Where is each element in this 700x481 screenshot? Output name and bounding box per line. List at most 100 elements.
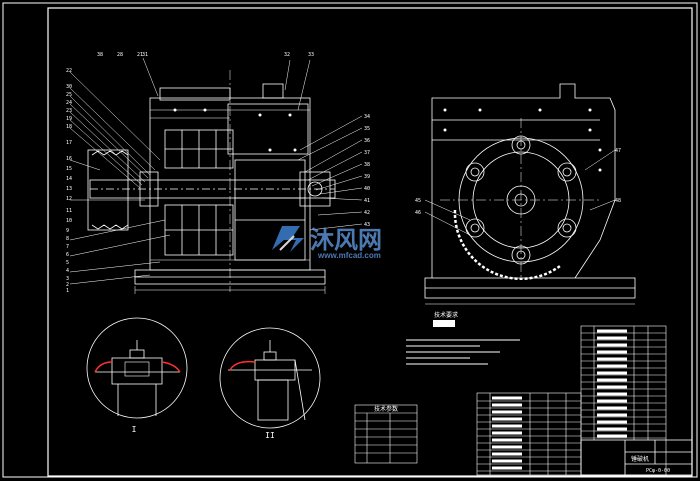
callout-11: 11 (66, 208, 72, 214)
watermark-url: www.mfcad.com (317, 251, 381, 260)
bom-entry-mark (597, 420, 627, 424)
callout-5: 5 (66, 260, 69, 266)
callout-7: 7 (66, 244, 69, 250)
callout-35: 35 (364, 126, 370, 132)
tech-req-title: 技术要求 (434, 311, 458, 319)
bom-entry-mark (597, 350, 627, 354)
title-block (580, 439, 693, 476)
bom-entry-mark (492, 417, 522, 421)
callout-18: 18 (66, 124, 72, 130)
callout-40: 40 (364, 186, 370, 192)
callout-31: 31 (142, 52, 148, 58)
callout-10: 10 (66, 218, 72, 224)
callout-43: 43 (364, 222, 370, 228)
callout-2: 2 (66, 282, 69, 288)
detail-view-right (219, 327, 321, 429)
callout-36: 36 (364, 138, 370, 144)
bom-entry-mark (597, 413, 627, 417)
bom-entry-mark (492, 459, 522, 463)
technical-spec-table (354, 404, 418, 464)
tech-spec-title: 技术参数 (374, 405, 398, 413)
callout-17: 17 (66, 140, 72, 146)
technical-requirements: 技术要求 (406, 311, 520, 365)
callout-41: 41 (364, 198, 370, 204)
detail-view-left (86, 317, 188, 419)
callout-16: 16 (66, 156, 72, 162)
callout-46: 46 (415, 210, 421, 216)
callout-48: 48 (615, 198, 621, 204)
bom-entry-mark (597, 329, 627, 333)
bom-entry-mark (492, 431, 522, 435)
callout-32: 32 (284, 52, 290, 58)
callout-38: 38 (97, 52, 103, 58)
bom-entry-mark (597, 336, 627, 340)
bom-entry-mark (597, 364, 627, 368)
bom-entry-mark (597, 343, 627, 347)
callout-1: 1 (66, 288, 69, 294)
bom-entry-mark (597, 385, 627, 389)
callout-6: 6 (66, 252, 69, 258)
bom-entry-mark (492, 396, 522, 400)
parts-list-table (476, 325, 667, 476)
callout-34: 34 (364, 114, 370, 120)
bom-entry-mark (492, 403, 522, 407)
callout-30: 30 (66, 84, 72, 90)
front-view-callouts-right: 34 35 36 37 38 39 40 41 42 43 (364, 114, 370, 228)
side-view (424, 83, 636, 305)
bom-entry-mark (597, 378, 627, 382)
bom-entry-mark (597, 399, 627, 403)
detail-left-label: I (132, 425, 137, 434)
mfcad-watermark: 沐风网 www.mfcad.com (272, 226, 382, 260)
callout-14: 14 (66, 176, 72, 182)
detail-right-label: II (265, 431, 275, 440)
callout-42: 42 (364, 210, 370, 216)
bom-entry-mark (492, 424, 522, 428)
callout-45: 45 (415, 198, 421, 204)
mfcad-logo-icon (272, 226, 304, 252)
bom-entry-mark (597, 434, 627, 438)
sheet-inner-border (47, 7, 693, 477)
bom-entry-mark (492, 452, 522, 456)
callout-28: 28 (117, 52, 123, 58)
callout-39: 39 (364, 174, 370, 180)
bom-entry-mark (597, 371, 627, 375)
callout-15: 15 (66, 166, 72, 172)
callout-37: 37 (364, 150, 370, 156)
front-section-view (87, 70, 336, 294)
side-view-leaders (424, 149, 616, 236)
bom-entry-mark (492, 410, 522, 414)
bom-entry-mark (597, 427, 627, 431)
title-block-code: PCφ-0-00 (646, 468, 670, 474)
bom-entry-mark (492, 445, 522, 449)
callout-9: 9 (66, 228, 69, 234)
callout-33: 33 (308, 52, 314, 58)
callout-13: 13 (66, 186, 72, 192)
callout-21: 21 (137, 52, 143, 58)
callout-19: 19 (66, 116, 72, 122)
front-view-callouts-top: 31 32 33 (142, 52, 314, 58)
callout-25: 25 (66, 92, 72, 98)
callout-12: 12 (66, 196, 72, 202)
bom-entry-mark (597, 357, 627, 361)
front-view-leaders-left (69, 71, 171, 285)
bom-entry-mark (492, 466, 522, 470)
watermark-logo-text: 沐风网 (310, 227, 382, 254)
rotor-cells-lower (164, 204, 234, 256)
housing-bolts (173, 108, 297, 152)
front-view-leaders-right (142, 57, 363, 231)
side-view-callouts: 45 46 47 48 (415, 148, 621, 216)
callout-24: 24 (66, 100, 72, 106)
callout-4: 4 (66, 268, 69, 274)
title-block-name: 锤破机 (631, 455, 649, 463)
callout-23: 23 (66, 108, 72, 114)
callout-22: 22 (66, 68, 72, 74)
callout-47: 47 (615, 148, 621, 154)
bom-entry-mark (492, 438, 522, 442)
callout-3: 3 (66, 276, 69, 282)
callout-8: 8 (66, 236, 69, 242)
callout-38: 38 (364, 162, 370, 168)
